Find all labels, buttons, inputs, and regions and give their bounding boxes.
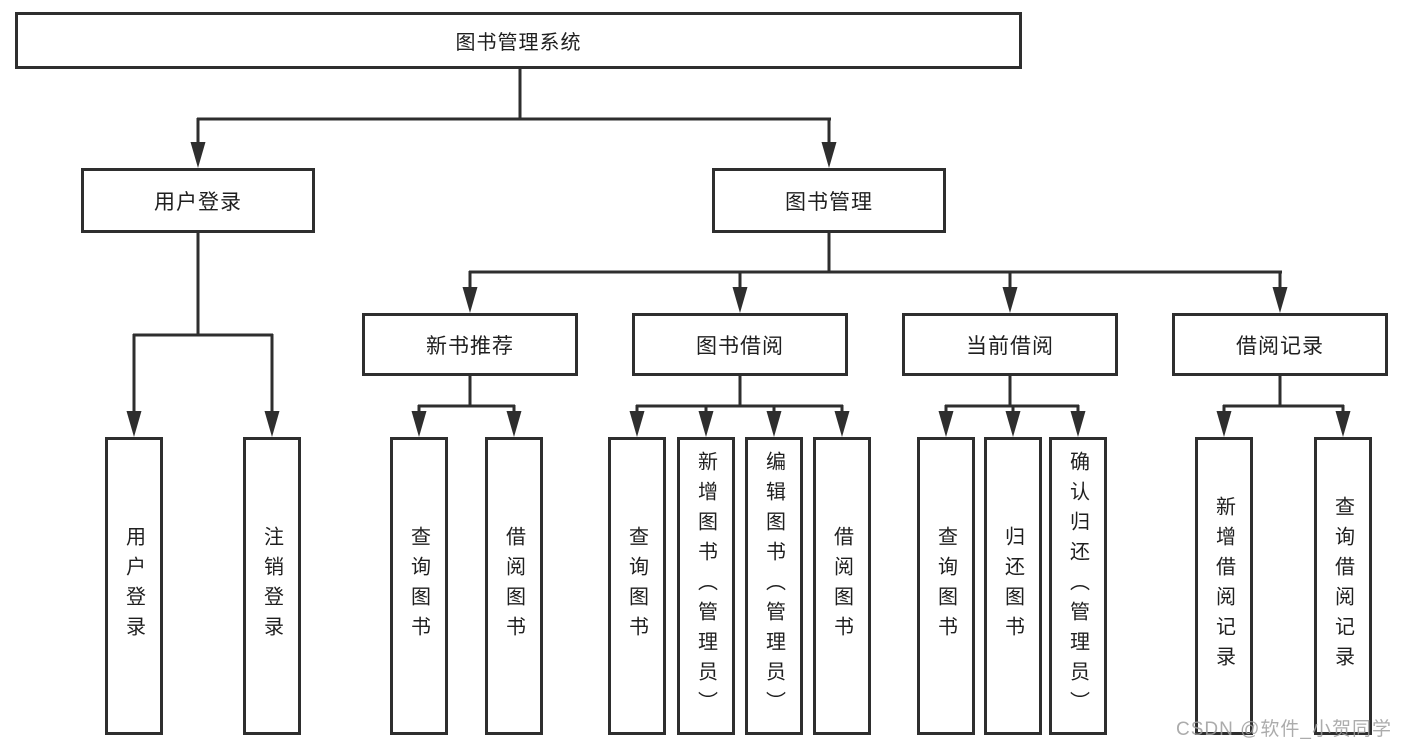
leaf-user-login: 用户登录 bbox=[105, 437, 163, 735]
node-label: 查询图书 bbox=[934, 526, 957, 646]
node-label: 确认归还（管理员） bbox=[1066, 451, 1089, 721]
leaf-logout: 注销登录 bbox=[243, 437, 301, 735]
node-label: 用户登录 bbox=[122, 526, 145, 646]
leaf-edit-books-admin: 编辑图书（管理员） bbox=[745, 437, 803, 735]
node-label: 新书推荐 bbox=[426, 334, 514, 358]
node-label: 图书借阅 bbox=[696, 334, 784, 358]
leaf-add-books-admin: 新增图书（管理员） bbox=[677, 437, 735, 735]
leaf-query-borrow-record: 查询借阅记录 bbox=[1314, 437, 1372, 735]
node-label: 查询图书 bbox=[625, 526, 648, 646]
node-user-login: 用户登录 bbox=[81, 168, 315, 233]
leaf-query-books-recommend: 查询图书 bbox=[390, 437, 448, 735]
node-label: 新增图书（管理员） bbox=[694, 451, 717, 721]
node-borrow-records: 借阅记录 bbox=[1172, 313, 1388, 376]
node-new-book-recommendation: 新书推荐 bbox=[362, 313, 578, 376]
node-label: 查询借阅记录 bbox=[1331, 496, 1354, 676]
leaf-return-books: 归还图书 bbox=[984, 437, 1042, 735]
node-label: 借阅记录 bbox=[1236, 334, 1324, 358]
node-label: 借阅图书 bbox=[502, 526, 525, 646]
node-book-management: 图书管理 bbox=[712, 168, 946, 233]
arrowheads bbox=[126, 142, 1351, 437]
leaf-borrow-books-borrowing: 借阅图书 bbox=[813, 437, 871, 735]
leaf-query-books-borrowing: 查询图书 bbox=[608, 437, 666, 735]
node-root-library-system: 图书管理系统 bbox=[15, 12, 1022, 69]
node-label: 新增借阅记录 bbox=[1212, 496, 1235, 676]
node-label: 借阅图书 bbox=[830, 526, 853, 646]
leaf-confirm-return-admin: 确认归还（管理员） bbox=[1049, 437, 1107, 735]
node-label: 当前借阅 bbox=[966, 334, 1054, 358]
node-label: 图书管理 bbox=[785, 190, 873, 214]
leaf-query-books-current: 查询图书 bbox=[917, 437, 975, 735]
node-label: 查询图书 bbox=[407, 526, 430, 646]
node-label: 用户登录 bbox=[154, 190, 242, 214]
node-label: 图书管理系统 bbox=[455, 32, 582, 54]
node-book-borrowing: 图书借阅 bbox=[632, 313, 848, 376]
node-label: 注销登录 bbox=[260, 526, 283, 646]
node-label: 归还图书 bbox=[1001, 526, 1024, 646]
node-label: 编辑图书（管理员） bbox=[762, 451, 785, 721]
node-current-borrowing: 当前借阅 bbox=[902, 313, 1118, 376]
leaf-borrow-books-recommend: 借阅图书 bbox=[485, 437, 543, 735]
leaf-add-borrow-record: 新增借阅记录 bbox=[1195, 437, 1253, 735]
